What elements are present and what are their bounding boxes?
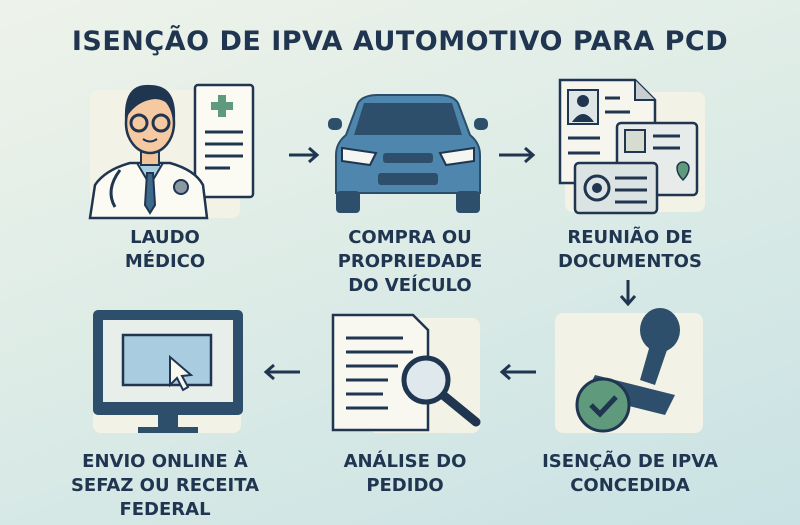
step-label-analise-pedido: ANÁLISE DO PEDIDO (343, 451, 467, 496)
arrow-left-icon (263, 363, 300, 381)
step-label-compra-veiculo: COMPRA OU PROPRIEDADE DO VEÍCULO (337, 227, 483, 296)
arrow-right-icon (499, 146, 536, 164)
arrow-down-icon (619, 280, 637, 307)
step-label-isencao-concedida: ISENÇÃO DE IPVA CONCEDIDA (542, 451, 718, 496)
computer-monitor-icon (93, 310, 243, 433)
arrow-left-icon (499, 363, 536, 381)
approval-stamp-icon (555, 308, 703, 433)
documents-icon (558, 78, 705, 215)
step-label-reuniao-documentos: REUNIÃO DE DOCUMENTOS (558, 227, 702, 272)
document-magnifier-icon (331, 313, 481, 433)
doctor-with-medical-report-icon (88, 83, 255, 220)
car-icon (328, 94, 488, 213)
step-label-envio-online: ENVIO ONLINE À SEFAZ OU RECEITA FEDERAL (70, 451, 260, 520)
step-label-laudo-medico: LAUDO MÉDICO (124, 227, 206, 272)
arrow-right-icon (289, 146, 320, 164)
page-title: ISENÇÃO DE IPVA AUTOMOTIVO PARA PCD (71, 26, 729, 57)
